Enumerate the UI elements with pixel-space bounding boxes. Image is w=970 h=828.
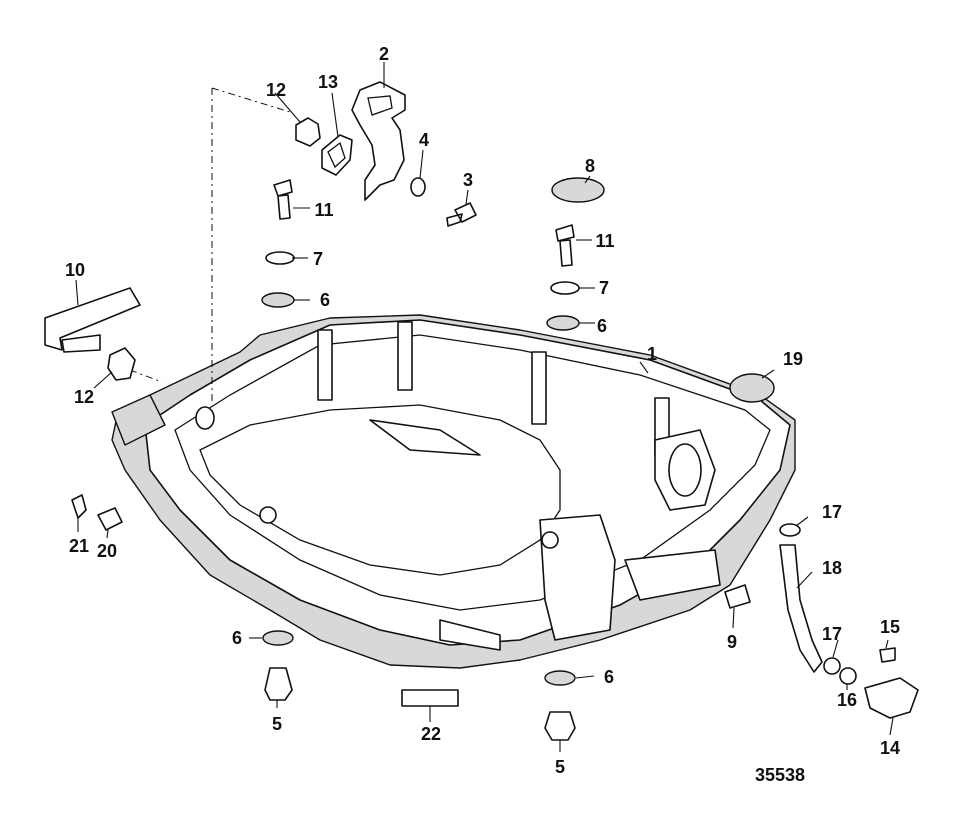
alignment-line [211,87,291,405]
callout-label: 14 [880,738,900,758]
callout-labels: 1 2 3 4 5 5 6 6 6 6 7 7 8 9 10 11 11 12 … [65,44,900,777]
leader-lines [75,62,894,752]
callout-label: 12 [266,80,286,100]
callout-label: 6 [320,290,330,310]
callout-label: 11 [595,231,614,251]
clamp-part-17-bottom [823,657,841,675]
screw-part-3 [446,202,477,227]
clamp-part-17-top [779,523,801,537]
callout-label: 3 [463,170,473,190]
callout-label: 20 [97,541,117,561]
screw-part-11-left [273,179,293,220]
grommet-part-6-c [262,630,294,646]
callout-label: 6 [597,316,607,336]
callout-label: 16 [837,690,857,710]
callout-label: 13 [318,72,338,92]
callout-label: 9 [727,632,737,652]
callout-label: 17 [822,502,842,522]
seal-part-16 [839,667,857,685]
clip-part-12-lower [107,347,136,381]
hose-part-18 [779,544,823,673]
mount-part-5-left [264,667,293,701]
cap-part-19 [729,373,775,403]
callout-label: 1 [647,344,657,364]
clip-part-top [295,117,321,147]
screw-part-15 [879,647,896,663]
callout-label: 5 [272,714,282,734]
grommet-part [321,134,353,176]
callout-label: 5 [555,757,565,777]
pad-part-8 [551,177,605,203]
callout-label: 7 [313,249,323,269]
clip-part-9 [724,584,751,609]
callout-label: 6 [604,667,614,687]
washer-part-7-right [550,281,580,295]
callout-label: 8 [585,156,595,176]
callout-label: 6 [232,628,242,648]
handle-part-10 [44,287,141,351]
grommet-part-6-b [546,315,580,331]
grommet-part-6-a [261,292,295,308]
callout-label: 22 [421,724,441,744]
clip-part-21 [71,494,87,519]
alignment-line-2 [129,369,163,383]
callout-label: 19 [783,349,803,369]
decal-part-22 [401,689,459,707]
callout-label: 17 [822,624,842,644]
callout-label: 18 [822,558,842,578]
grommet-part-6-d [544,670,576,686]
callout-label: 12 [74,387,94,407]
bracket-part [351,81,406,201]
figure-number: 35538 [755,765,805,785]
callout-label: 2 [379,44,389,64]
bottom-cowl-part [111,314,796,669]
washer-part-7-left [265,251,295,265]
plug-part-20 [97,507,123,531]
mount-part-5-right [544,711,576,741]
connector-part-14 [864,677,919,719]
callout-label: 11 [314,200,333,220]
callout-label: 15 [880,617,900,637]
callout-label: 21 [69,536,89,556]
callout-label: 10 [65,260,85,280]
callout-label: 7 [599,278,609,298]
callout-label: 4 [419,130,429,150]
screw-part-11-right [555,224,575,267]
washer-part-4 [410,177,426,197]
